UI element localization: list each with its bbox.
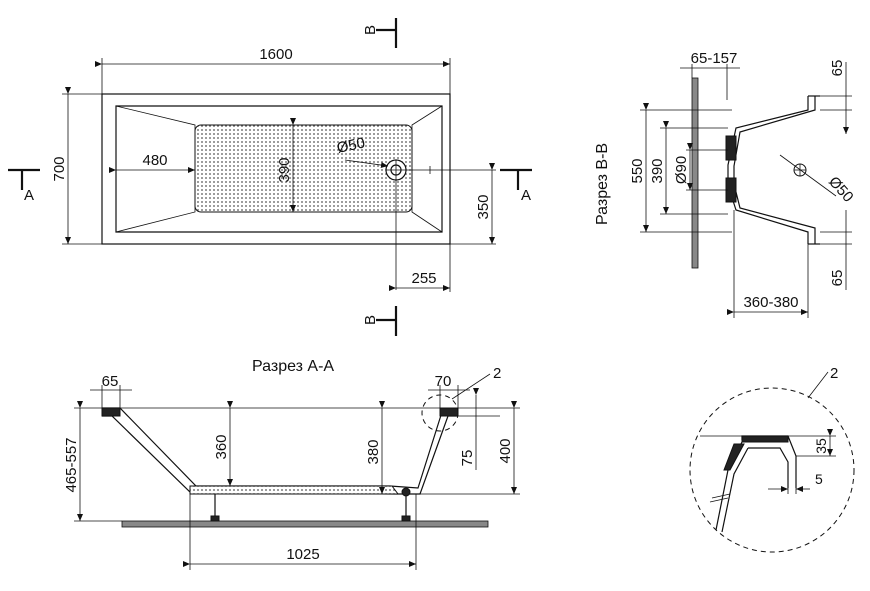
section-bb-view: Разрез B-B 65-157 65 65	[594, 50, 857, 318]
svg-text:B: B	[362, 25, 379, 35]
bb-dim-rim-top: 65	[829, 60, 846, 77]
aa-dim-depth-left: 360	[213, 434, 230, 459]
bb-dim-depth: 360-380	[743, 294, 798, 311]
section-aa-title: Разрез А-А	[252, 358, 334, 375]
dim-drain-diameter: Ø50	[335, 134, 366, 157]
detail-circle	[689, 387, 855, 553]
dim-width: 700	[51, 156, 68, 181]
section-marker-b-bottom: B	[362, 306, 398, 336]
aa-tub-profile	[102, 407, 459, 489]
bb-tub-profile	[727, 96, 809, 244]
aa-dim-total-height: 465-557	[63, 437, 80, 492]
bb-dim-rim-bottom: 65	[829, 270, 846, 287]
bb-dim-overflow-diameter: Ø90	[673, 156, 690, 184]
bb-dim-height-outer: 550	[629, 158, 646, 183]
svg-text:A: A	[521, 187, 531, 204]
aa-dim-rim-left: 65	[102, 373, 119, 390]
bb-dim-drain-diameter: Ø50	[825, 173, 857, 205]
detail-dim-rim-thickness: 35	[813, 438, 829, 454]
plan-backrest	[115, 105, 196, 233]
plan-view: 1600 700 480 390 Ø50 350 255 A	[8, 18, 532, 336]
dim-drain-offset-x: 255	[411, 270, 436, 287]
plan-footrest	[411, 105, 443, 233]
bb-dim-wall-offset: 65-157	[691, 50, 738, 67]
detail-view: 2 35 5	[689, 365, 855, 553]
bb-wall	[691, 77, 699, 269]
dim-length: 1600	[259, 46, 292, 63]
aa-floor	[121, 520, 489, 528]
section-bb-title: Разрез B-B	[594, 143, 611, 225]
section-marker-a-right: A	[500, 168, 532, 204]
section-aa-view: Разрез А-А 2 65 70 465-557	[63, 358, 520, 570]
section-marker-b-top: B	[362, 18, 398, 48]
plan-bottom-floor	[194, 124, 413, 213]
aa-dim-right-offset: 75	[459, 450, 476, 467]
svg-text:A: A	[24, 187, 34, 204]
aa-dim-right-height: 400	[497, 438, 514, 463]
detail-dim-lip-offset: 5	[815, 471, 823, 487]
aa-dim-rim-right: 70	[435, 373, 452, 390]
detail-callout-number: 2	[830, 365, 838, 382]
svg-text:B: B	[362, 315, 379, 325]
aa-callout-number: 2	[493, 365, 501, 382]
plan-outer-rim	[101, 93, 451, 245]
dim-bottom-width: 390	[276, 157, 293, 182]
aa-dim-bottom-length: 1025	[286, 546, 319, 563]
aa-dim-depth-right: 380	[365, 439, 382, 464]
dim-drain-offset-y: 350	[475, 194, 492, 219]
bb-dim-height-inner: 390	[649, 158, 666, 183]
section-marker-a-left: A	[8, 168, 40, 204]
aa-bottom-shell	[189, 485, 399, 495]
dim-seat-length: 480	[142, 152, 167, 169]
